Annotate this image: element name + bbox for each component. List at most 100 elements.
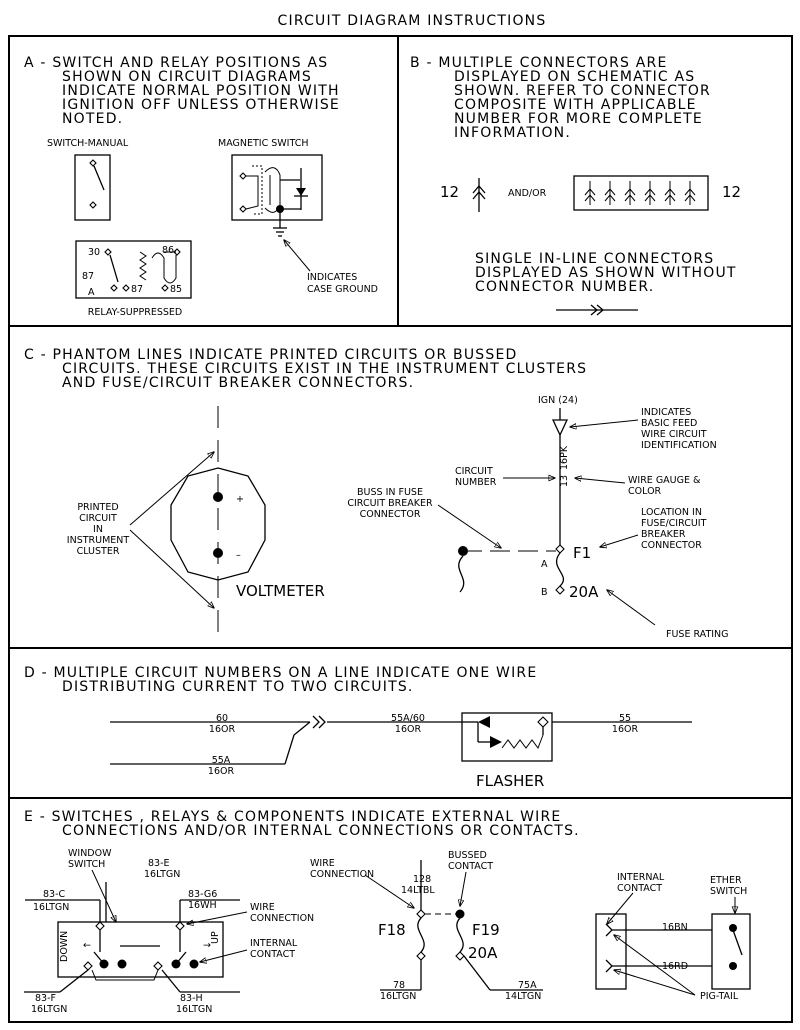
svg-text:14LTBL: 14LTBL [401, 885, 435, 896]
printed-circuit-pointer-up [129, 452, 214, 526]
svg-text:DISTRIBUTING CURRENT TO TWO CI: DISTRIBUTING CURRENT TO TWO CIRCUITS. [62, 679, 414, 695]
svg-text:←: ← [83, 940, 91, 951]
connector-pin [684, 181, 696, 205]
svg-text:87: 87 [131, 284, 143, 295]
svg-text:128: 128 [413, 874, 431, 885]
svg-text:SWITCH: SWITCH [68, 859, 105, 870]
svg-text:CONNECTION: CONNECTION [310, 869, 374, 880]
svg-text:A: A [88, 287, 95, 298]
wire-connection-pointer [187, 911, 248, 924]
svg-text:BREAKER: BREAKER [641, 529, 686, 540]
svg-text:INTERNAL: INTERNAL [250, 938, 298, 949]
connector-number-right: 12 [722, 183, 741, 201]
svg-text:INFORMATION.: INFORMATION. [454, 125, 571, 141]
svg-text:AND FUSE/CIRCUIT BREAKER CONNE: AND FUSE/CIRCUIT BREAKER CONNECTORS. [62, 375, 414, 391]
svg-text:16LTGN: 16LTGN [33, 902, 69, 913]
connector-pin [604, 181, 616, 205]
svg-text:85: 85 [170, 284, 182, 295]
svg-text:CONNECTOR NUMBER.: CONNECTOR NUMBER. [475, 279, 654, 295]
flasher-label: FLASHER [476, 772, 544, 790]
bussed-contact-label: BUSSED CONTACT [448, 850, 493, 872]
flasher-symbol [461, 712, 553, 762]
svg-text:55: 55 [619, 713, 631, 724]
svg-text:14LTGN: 14LTGN [505, 991, 541, 1002]
svg-text:BUSSED: BUSSED [448, 850, 487, 861]
svg-text:B - MULTIPLE CONNECTORS ARE: B - MULTIPLE CONNECTORS ARE [410, 55, 668, 71]
svg-text:IN: IN [93, 524, 103, 535]
svg-text:WINDOW: WINDOW [68, 848, 112, 859]
svg-text:WIRE GAUGE &: WIRE GAUGE & [628, 475, 701, 486]
svg-text:83-H: 83-H [180, 993, 203, 1004]
svg-text:F18: F18 [378, 921, 406, 939]
section-c-text: C - PHANTOM LINES INDICATE PRINTED CIRCU… [24, 347, 586, 391]
indicates-feed-label: INDICATES BASIC FEED WIRE CIRCUIT IDENTI… [641, 407, 717, 451]
svg-text:WIRE: WIRE [250, 902, 275, 913]
svg-text:55A: 55A [212, 755, 231, 766]
svg-text:16OR: 16OR [209, 724, 236, 735]
svg-text:30: 30 [88, 247, 100, 258]
svg-text:BUSS IN FUSE: BUSS IN FUSE [357, 487, 423, 498]
svg-text:60: 60 [216, 713, 228, 724]
svg-text:ETHER: ETHER [710, 875, 742, 886]
svg-text:CIRCUIT: CIRCUIT [79, 513, 117, 524]
svg-text:16LTGN: 16LTGN [31, 1004, 67, 1015]
inline-connector-symbol [556, 304, 638, 316]
svg-text:16LTGN: 16LTGN [144, 869, 180, 880]
svg-text:A - SWITCH AND RELAY POSITIONS: A - SWITCH AND RELAY POSITIONS AS [24, 55, 328, 71]
svg-text:CONTACT: CONTACT [448, 861, 493, 872]
svg-text:INDICATES: INDICATES [641, 407, 691, 418]
svg-text:16LTGN: 16LTGN [176, 1004, 212, 1015]
svg-text:WIRE CIRCUIT: WIRE CIRCUIT [641, 429, 707, 440]
svg-text:83-E: 83-E [148, 858, 170, 869]
svg-text:55A/60: 55A/60 [391, 713, 425, 724]
pig-tail-pointer-2 [614, 970, 696, 996]
svg-text:INDICATE NORMAL POSITION WITH: INDICATE NORMAL POSITION WITH [62, 83, 340, 99]
case-ground-pointer [284, 240, 311, 272]
svg-text:RELAY-SUPPRESSED: RELAY-SUPPRESSED [88, 307, 182, 318]
svg-text:SHOWN. REFER TO CONNECTOR: SHOWN. REFER TO CONNECTOR [454, 83, 711, 99]
section-e-text: E - SWITCHES , RELAYS & COMPONENTS INDIC… [24, 809, 579, 839]
relay-suppressed-symbol: 30 86 87 A 87 85 [75, 240, 192, 299]
svg-text:CLUSTER: CLUSTER [77, 546, 120, 557]
svg-text:CIRCUIT BREAKER: CIRCUIT BREAKER [347, 498, 433, 509]
svg-text:PRINTED: PRINTED [77, 502, 118, 513]
ether-switch-symbol [595, 913, 751, 990]
pig-tail-pointer-1 [614, 935, 696, 996]
svg-text:E - SWITCHES , RELAYS & COMPON: E - SWITCHES , RELAYS & COMPONENTS INDIC… [24, 809, 561, 825]
svg-text:NOTED.: NOTED. [62, 111, 123, 127]
single-connector-symbol [472, 178, 486, 212]
printed-circuit-pointer-down [129, 529, 214, 608]
page-title: CIRCUIT DIAGRAM INSTRUCTIONS [278, 13, 547, 29]
svg-text:CONNECTION: CONNECTION [250, 913, 314, 924]
svg-text:83-G6: 83-G6 [188, 889, 217, 900]
svg-text:78: 78 [393, 980, 405, 991]
window-switch-symbol: DOWN ← → UP [24, 882, 240, 993]
svg-text:IDENTIFICATION: IDENTIFICATION [641, 440, 717, 451]
connector-pin [644, 181, 656, 205]
connector-pin [584, 181, 596, 205]
section-frames [8, 35, 793, 1023]
svg-text:FUSE RATING: FUSE RATING [666, 629, 729, 640]
feed-pointer [570, 419, 639, 427]
svg-text:CONNECTOR: CONNECTOR [360, 509, 421, 520]
fuse-feed-circuit: 13 16PK [458, 408, 570, 595]
svg-text:16PK: 16PK [559, 445, 570, 470]
fuse-block-symbol [380, 860, 543, 991]
wire-lines [110, 715, 692, 765]
svg-text:–: – [236, 550, 241, 561]
section-c: C - PHANTOM LINES INDICATE PRINTED CIRCU… [24, 347, 729, 640]
svg-text:75A: 75A [518, 980, 537, 991]
svg-text:86: 86 [162, 245, 174, 256]
svg-text:→: → [203, 940, 211, 951]
svg-text:COMPOSITE WITH APPLICABLE: COMPOSITE WITH APPLICABLE [454, 97, 697, 113]
svg-text:AND/OR: AND/OR [508, 188, 547, 199]
voltmeter-symbol: + – [170, 406, 266, 640]
svg-text:LOCATION IN: LOCATION IN [641, 507, 702, 518]
svg-text:F19: F19 [472, 921, 500, 939]
connector-number-left: 12 [440, 183, 459, 201]
window-switch-label: WINDOW SWITCH [68, 848, 112, 870]
internal-contact-label-2: INTERNAL CONTACT [617, 872, 665, 894]
svg-text:CASE GROUND: CASE GROUND [307, 284, 378, 295]
svg-text:A: A [541, 559, 548, 570]
